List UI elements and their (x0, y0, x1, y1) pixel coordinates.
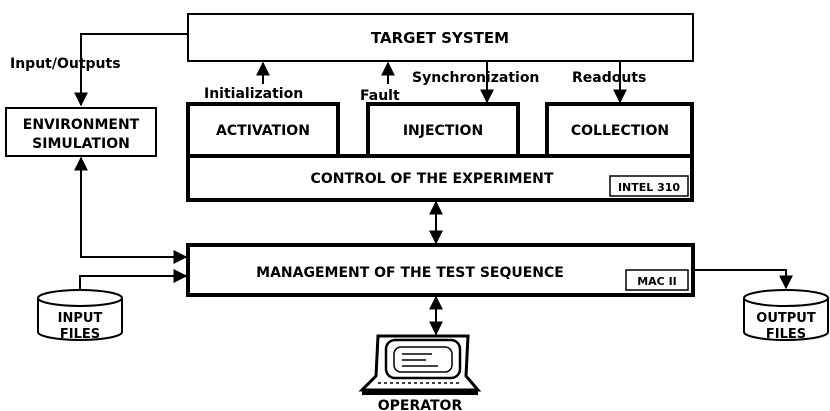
operator-terminal-icon (358, 334, 482, 395)
initialization-label: Initialization (204, 86, 303, 102)
management-to-output-files-line (693, 269, 793, 290)
operator-label: OPERATOR (378, 398, 463, 411)
control-tag: INTEL 310 (618, 181, 680, 194)
output-files-label-line2: FILES (766, 327, 806, 342)
synchronization-label: Synchronization (412, 70, 539, 86)
activation-label: ACTIVATION (216, 123, 310, 139)
target-system-box (187, 13, 694, 62)
environment-simulation-box (5, 107, 157, 157)
target-system-label: TARGET SYSTEM (371, 29, 509, 47)
input-files-label-line2: FILES (60, 327, 100, 342)
environment-label-line1: ENVIRONMENT (23, 117, 140, 133)
management-tag-box (625, 269, 689, 291)
collection-label: COLLECTION (571, 123, 669, 139)
target-to-environment-line (74, 33, 188, 107)
fault-label: Fault (360, 88, 400, 104)
input-files-to-management-line (79, 269, 188, 290)
environment-management-line (74, 156, 188, 264)
environment-label-line2: SIMULATION (32, 136, 130, 152)
injection-label: INJECTION (403, 123, 483, 139)
readouts-label: Readouts (572, 70, 646, 86)
control-tag-box (609, 175, 689, 197)
output-files-cylinder (743, 289, 829, 341)
control-label: CONTROL OF THE EXPERIMENT (311, 171, 554, 187)
input-files-label-line1: INPUT (58, 311, 103, 326)
management-label: MANAGEMENT OF THE TEST SEQUENCE (256, 265, 564, 281)
input-outputs-label: Input/Outputs (10, 56, 121, 72)
control-box (186, 154, 694, 202)
management-box (186, 243, 695, 297)
management-tag: MAC II (637, 275, 677, 288)
output-files-label-line1: OUTPUT (756, 311, 816, 326)
collection-box (545, 102, 694, 158)
